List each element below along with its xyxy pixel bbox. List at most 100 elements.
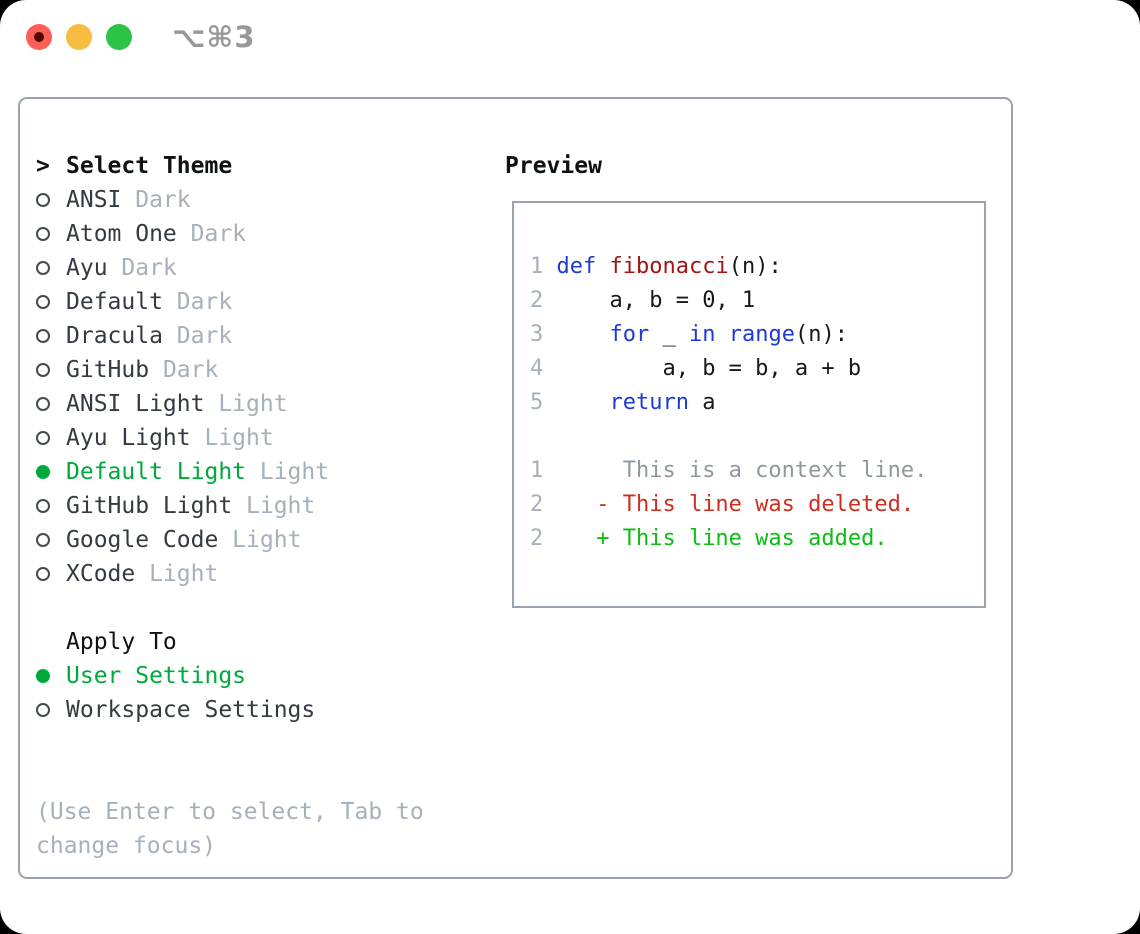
help-text: (Use Enter to select, Tab to change focu… bbox=[36, 799, 424, 859]
item-label: ANSI Light Light bbox=[66, 391, 288, 417]
section-heading: Apply To bbox=[66, 629, 177, 655]
code-token: 3 bbox=[530, 321, 544, 347]
preview-line: 5 return a bbox=[530, 385, 984, 419]
theme-option-github[interactable]: GitHub Dark bbox=[36, 353, 476, 387]
radio-icon bbox=[36, 703, 50, 717]
title-bar: ⌥⌘3 bbox=[26, 20, 256, 54]
variant-suffix: Dark bbox=[176, 221, 247, 247]
variant-suffix: Light bbox=[246, 459, 330, 485]
radio-icon bbox=[36, 499, 50, 513]
radio-marker bbox=[36, 465, 66, 479]
radio-icon bbox=[36, 363, 50, 377]
radio-marker bbox=[36, 567, 66, 581]
radio-marker bbox=[36, 329, 66, 343]
radio-marker bbox=[36, 397, 66, 411]
code-token: a, b = b, a + b bbox=[543, 355, 862, 381]
theme-option-dracula[interactable]: Dracula Dark bbox=[36, 319, 476, 353]
theme-option-atom-one[interactable]: Atom One Dark bbox=[36, 217, 476, 251]
radio-icon bbox=[36, 193, 50, 207]
theme-option-default[interactable]: Default Dark bbox=[36, 285, 476, 319]
item-name: ANSI bbox=[66, 187, 122, 213]
item-label: Google Code Light bbox=[66, 527, 301, 553]
item-name: GitHub Light bbox=[66, 493, 233, 519]
item-name: XCode bbox=[66, 561, 136, 587]
item-name: Dracula bbox=[66, 323, 163, 349]
item-name: Select Theme bbox=[66, 153, 233, 179]
radio-icon bbox=[36, 295, 50, 309]
radio-icon bbox=[36, 567, 50, 581]
radio-icon bbox=[36, 329, 50, 343]
theme-option-google-code[interactable]: Google Code Light bbox=[36, 523, 476, 557]
item-name: GitHub bbox=[66, 357, 150, 383]
code-token: + This line was added. bbox=[543, 525, 888, 551]
item-label: Workspace Settings bbox=[66, 697, 315, 723]
item-name: ANSI Light bbox=[66, 391, 205, 417]
variant-suffix: Dark bbox=[162, 323, 233, 349]
code-token bbox=[543, 390, 609, 415]
variant-suffix: Light bbox=[218, 527, 302, 553]
code-token: fibonacci bbox=[609, 253, 729, 279]
code-token: 1 bbox=[530, 457, 544, 483]
radio-selected-icon bbox=[36, 465, 50, 479]
code-token: 2 bbox=[530, 491, 544, 517]
radio-marker bbox=[36, 533, 66, 547]
item-name: Workspace Settings bbox=[66, 697, 316, 723]
theme-picker-heading: > Select Theme bbox=[36, 149, 476, 183]
code-token bbox=[715, 322, 728, 347]
theme-option-github-light[interactable]: GitHub Light Light bbox=[36, 489, 476, 523]
item-name: Ayu bbox=[66, 255, 108, 281]
minimize-button[interactable] bbox=[66, 24, 92, 50]
variant-suffix: Dark bbox=[162, 289, 233, 315]
item-name: Default Light bbox=[66, 459, 247, 485]
item-label: User Settings bbox=[66, 663, 246, 689]
item-name: Default bbox=[66, 289, 163, 315]
apply-option-workspace-settings[interactable]: Workspace Settings bbox=[36, 693, 476, 727]
window-title: ⌥⌘3 bbox=[172, 20, 256, 54]
item-label: Default Light Light bbox=[66, 459, 329, 485]
theme-option-xcode[interactable]: XCode Light bbox=[36, 557, 476, 591]
code-token bbox=[543, 322, 609, 347]
preview-line: 2 + This line was added. bbox=[530, 521, 984, 555]
spacer-row bbox=[36, 591, 476, 625]
variant-suffix: Dark bbox=[121, 187, 191, 213]
apply-option-user-settings[interactable]: User Settings bbox=[36, 659, 476, 693]
preview-line: 1 def fibonacci(n): bbox=[530, 249, 984, 283]
preview-line: 2 a, b = 0, 1 bbox=[530, 283, 984, 317]
theme-option-ansi-light[interactable]: ANSI Light Light bbox=[36, 387, 476, 421]
preview-line: 3 for _ in range(n): bbox=[530, 317, 984, 351]
code-token bbox=[596, 254, 609, 279]
code-token: for bbox=[609, 321, 650, 347]
apply-to-heading: Apply To bbox=[36, 625, 476, 659]
preview-line: 1 This is a context line. bbox=[530, 453, 984, 487]
radio-icon bbox=[36, 397, 50, 411]
theme-option-ayu[interactable]: Ayu Dark bbox=[36, 251, 476, 285]
variant-suffix: Dark bbox=[149, 357, 219, 383]
radio-icon bbox=[36, 227, 50, 241]
zoom-button[interactable] bbox=[106, 24, 132, 50]
cursor-icon: > bbox=[36, 153, 50, 179]
radio-marker bbox=[36, 669, 66, 683]
code-token: 2 bbox=[530, 287, 544, 313]
theme-option-ansi[interactable]: ANSI Dark bbox=[36, 183, 476, 217]
close-button[interactable] bbox=[26, 24, 52, 50]
preview-line: 4 a, b = b, a + b bbox=[530, 351, 984, 385]
code-token: (n): bbox=[794, 321, 848, 347]
code-token: This is a context line. bbox=[543, 457, 928, 483]
code-token: 1 bbox=[530, 253, 557, 279]
code-token: _ bbox=[649, 321, 689, 347]
theme-option-default-light[interactable]: Default Light Light bbox=[36, 455, 476, 489]
item-label: Ayu Light Light bbox=[66, 425, 274, 451]
radio-marker bbox=[36, 193, 66, 207]
item-label: Dracula Dark bbox=[66, 323, 232, 349]
code-token: range bbox=[728, 321, 795, 347]
variant-suffix: Light bbox=[232, 493, 316, 519]
radio-icon bbox=[36, 431, 50, 445]
item-label: ANSI Dark bbox=[66, 187, 191, 213]
variant-suffix: Light bbox=[204, 391, 288, 417]
radio-icon bbox=[36, 261, 50, 275]
radio-selected-icon bbox=[36, 669, 50, 683]
code-token: a, b = 0, 1 bbox=[543, 287, 756, 313]
theme-option-ayu-light[interactable]: Ayu Light Light bbox=[36, 421, 476, 455]
